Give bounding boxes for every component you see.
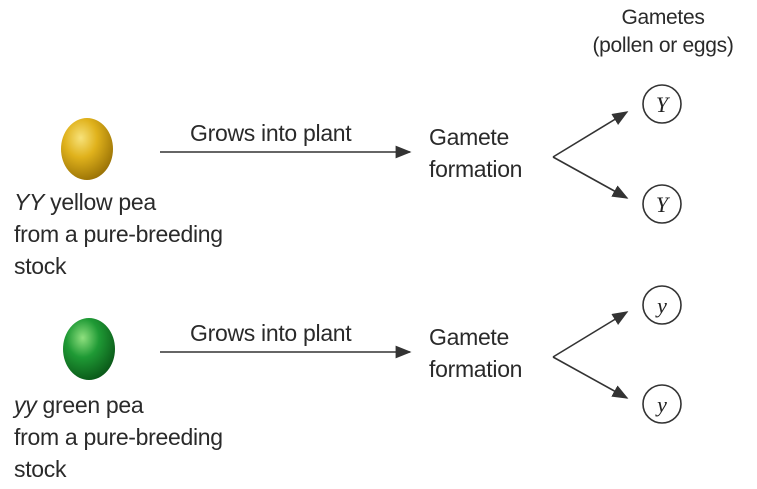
genotype-label: YY [14, 189, 44, 215]
branch-arrows-1 [553, 112, 627, 198]
yellow-pea-icon [61, 118, 113, 180]
pea-description-line3: stock [14, 453, 223, 485]
arrow-label-2: Grows into plant [190, 317, 351, 349]
gamete-formation-label-1: Gamete formation [429, 121, 522, 185]
gamete-allele-4: y [655, 392, 667, 417]
gametes-heading-line2: (pollen or eggs) [568, 32, 757, 60]
gamete-formation-line1: Gamete [429, 321, 522, 353]
pea-description-line2: from a pure-breeding [14, 421, 223, 453]
pea-description-1: YY yellow pea from a pure-breeding stock [14, 186, 223, 282]
pea-name: yellow pea [44, 189, 156, 215]
gamete-formation-label-2: Gamete formation [429, 321, 522, 385]
arrow-label-1: Grows into plant [190, 117, 351, 149]
pea-description-line1: YY yellow pea [14, 186, 223, 218]
green-pea-icon [63, 318, 115, 380]
pea-description-line1: yy green pea [14, 389, 223, 421]
gamete-formation-line2: formation [429, 353, 522, 385]
gametes-heading-line1: Gametes [568, 4, 757, 32]
gamete-formation-line2: formation [429, 153, 522, 185]
gametes-heading: Gametes (pollen or eggs) [568, 4, 757, 60]
pea-description-line3: stock [14, 250, 223, 282]
pea-description-line2: from a pure-breeding [14, 218, 223, 250]
branch-arrows-2 [553, 312, 627, 398]
pea-name: green pea [36, 392, 143, 418]
gamete-allele-3: y [655, 293, 667, 318]
pea-description-2: yy green pea from a pure-breeding stock [14, 389, 223, 485]
genotype-label: yy [14, 392, 36, 418]
gamete-formation-line1: Gamete [429, 121, 522, 153]
